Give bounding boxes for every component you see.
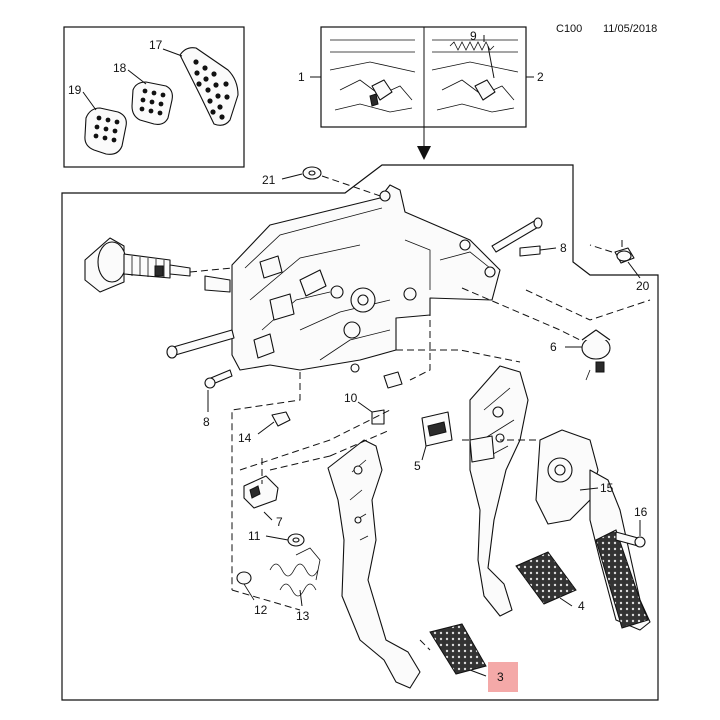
callout-6: 6: [550, 340, 557, 354]
callout-3: 3: [497, 670, 504, 684]
main-frame: [61, 164, 659, 701]
callout-17: 17: [149, 38, 163, 52]
switch-6: 6: [550, 329, 611, 381]
pedal-pad-18: [131, 81, 173, 125]
callout-10: 10: [344, 391, 358, 405]
callout-15: 15: [600, 481, 614, 495]
callout-14: 14: [238, 431, 252, 445]
pedal-pad-4: 4: [515, 551, 585, 613]
stop-light-switch-5: 5: [414, 411, 453, 473]
callout-18: 18: [113, 61, 127, 75]
assembly-guides: [231, 287, 651, 651]
callout-21: 21: [262, 173, 276, 187]
clutch-master-cylinder: [84, 237, 233, 293]
pedal-pad-17: [179, 47, 239, 126]
detail-arrow: [417, 146, 431, 160]
callout-2: 2: [537, 70, 544, 84]
callout-11: 11: [248, 529, 261, 543]
bolt-8-left: 8: [203, 369, 233, 429]
pedal-box-bracket: [231, 184, 501, 373]
callout-1: 1: [298, 70, 305, 84]
callout-5: 5: [414, 459, 421, 473]
brake-pedal: [469, 365, 529, 617]
return-spring-9: [449, 41, 495, 51]
callout-7: 7: [276, 515, 283, 529]
detail-inset: 9 1 2: [298, 26, 544, 160]
callout-3-highlight: [488, 662, 518, 692]
callout-19: 19: [68, 83, 82, 97]
pivot-shaft: [166, 329, 235, 359]
pivot-pin-right: 8: [491, 217, 567, 257]
callout-16: 16: [634, 505, 648, 519]
detail-right-bracket: [431, 39, 519, 113]
bracket-7: 7: [243, 475, 283, 529]
pedal-pad-19: [84, 107, 127, 155]
callout-20: 20: [636, 279, 650, 293]
spring-13: 13: [269, 547, 321, 623]
detail-left-bracket: [329, 39, 416, 113]
clip-14: 14: [238, 411, 291, 445]
bushing-12: 12: [236, 571, 268, 617]
pedal-pad-3: 3: [429, 623, 518, 692]
callout-12: 12: [254, 603, 268, 617]
accelerator-pedal: 15: [535, 429, 651, 631]
bolt-20: 20: [589, 240, 650, 293]
bolt-16: 16: [615, 505, 648, 548]
callout-8-left: 8: [203, 415, 210, 429]
inset-frame: [63, 26, 245, 168]
bushing-11: 11: [248, 529, 305, 547]
callout-13: 13: [296, 609, 310, 623]
callout-4: 4: [578, 599, 585, 613]
diagram-date: 11/05/2018: [603, 23, 658, 35]
clip-10: 10: [344, 371, 403, 425]
washer-21: 21: [262, 166, 393, 201]
pedal-pads-inset: 17 18 19: [63, 26, 245, 168]
callout-9: 9: [470, 29, 477, 43]
callout-8-right: 8: [560, 241, 567, 255]
diagram-code: C100: [556, 23, 583, 35]
clutch-pedal: [327, 439, 421, 689]
